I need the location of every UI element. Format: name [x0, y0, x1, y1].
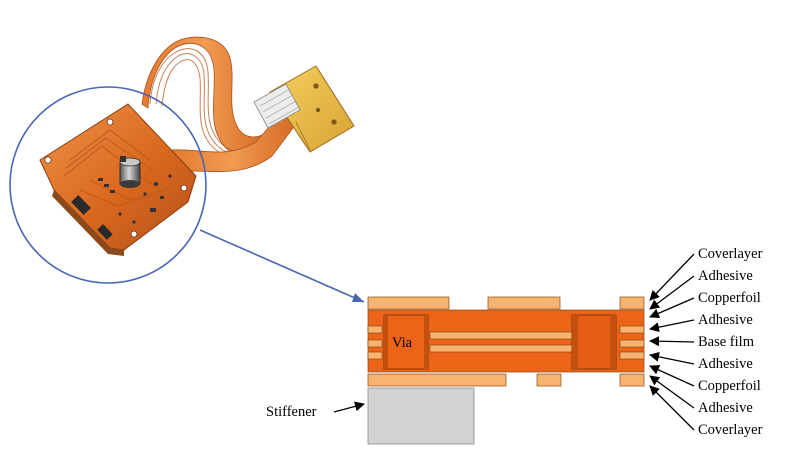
top-coverlayer-right: [619, 296, 645, 310]
pcb-hole-1: [44, 156, 52, 164]
via-barrel: [383, 314, 429, 370]
label-base-film: Base film: [698, 334, 755, 350]
arrow-adhesive-1: [649, 275, 695, 310]
label-adhesive-4: Adhesive: [698, 400, 753, 416]
top-coverlayer-mid: [487, 296, 561, 310]
pcb-hole-4: [180, 184, 188, 192]
via-label: Via: [392, 335, 413, 351]
pcb-main-board: [39, 103, 197, 251]
via-left-wall: [384, 315, 388, 369]
plated-hole-right-shade-l: [572, 315, 578, 369]
pcb-hole-2: [106, 118, 114, 126]
bottom-coverlayer-left: [367, 373, 507, 387]
label-copperfoil-bottom: Copperfoil: [698, 378, 761, 394]
flex-pcb-illustration: [39, 36, 355, 256]
label-copperfoil-top: Copperfoil: [698, 290, 761, 306]
stiffener-arrow: [333, 401, 365, 413]
pcb-hole-3: [130, 230, 138, 238]
stiffener-block: [367, 387, 475, 445]
pcb-edge-connector-2: [97, 224, 113, 240]
arrow-adhesive-4: [649, 375, 695, 409]
label-adhesive-2: Adhesive: [698, 312, 753, 328]
inner-strip-right-1: [619, 325, 645, 334]
arrow-coverlayer-bottom: [649, 385, 695, 431]
layer-label-arrows: [649, 253, 695, 431]
magnifier-circle: [9, 86, 207, 284]
magnifier-pointer-arrowhead: [352, 293, 364, 302]
inner-strip-right-2: [619, 339, 645, 348]
ribbon-connector: [253, 65, 355, 153]
arrow-copperfoil-bottom: [649, 365, 695, 387]
via-right-wall: [424, 315, 428, 369]
arrow-base-film: [649, 336, 695, 347]
arrow-adhesive-3: [649, 351, 695, 365]
magnifier-pointer-line: [199, 229, 365, 303]
layer-labels: Coverlayer Adhesive Copperfoil Adhesive …: [698, 246, 763, 438]
pcb-edge-connector: [71, 195, 91, 215]
arrow-copperfoil-top: [649, 297, 695, 319]
arrow-coverlayer-top: [649, 253, 695, 301]
label-coverlayer-top: Coverlayer: [698, 246, 763, 262]
pcb-pads: [98, 174, 172, 224]
bottom-coverlayer-right: [619, 373, 645, 387]
bottom-coverlayer-mid: [536, 373, 562, 387]
capacitor-component: [119, 156, 141, 188]
inner-strip-mid-1: [429, 331, 573, 340]
inner-strip-right-3: [619, 351, 645, 360]
label-adhesive-3: Adhesive: [698, 356, 753, 372]
stiffener-label: Stiffener: [266, 404, 317, 420]
arrow-adhesive-2: [649, 319, 695, 333]
plated-hole-right: [571, 314, 617, 370]
label-coverlayer-bottom: Coverlayer: [698, 422, 763, 438]
top-coverlayer-left: [367, 296, 450, 310]
plated-hole-right-shade-r: [610, 315, 616, 369]
pcb-board-edge: [52, 190, 124, 256]
flex-ribbon-upper: [141, 36, 269, 156]
label-adhesive-1: Adhesive: [698, 268, 753, 284]
layer-stack-cross-section: [367, 296, 645, 445]
inner-strip-left-3: [367, 351, 383, 360]
inner-strip-left-2: [367, 339, 383, 348]
inner-strip-mid-2: [429, 344, 573, 353]
inner-strip-left-1: [367, 325, 383, 334]
